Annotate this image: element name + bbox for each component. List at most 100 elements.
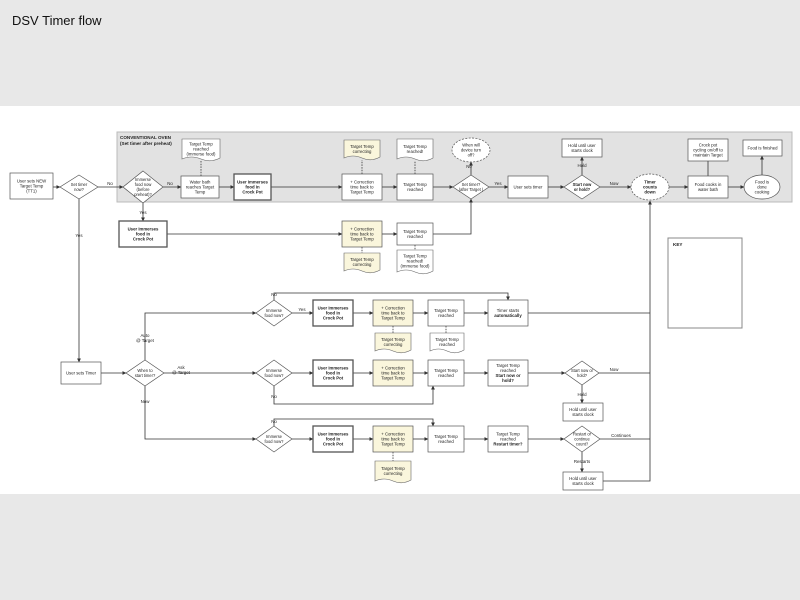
r2-tt-reached-text: reached xyxy=(438,373,454,378)
correcting-2-box xyxy=(341,220,383,248)
r3-tt-reached-box xyxy=(427,425,465,453)
r2-tt-reached-start-box xyxy=(487,359,529,387)
immerse-preheat-text: Immerse xyxy=(135,177,152,182)
oven-subtitle: (Set timer after preheat) xyxy=(120,141,172,146)
r3-tt-reached-restart-text: Target Temp xyxy=(496,431,520,436)
food-finished-box xyxy=(742,139,783,157)
r3-tt-reached-restart-box xyxy=(487,425,529,453)
start-box xyxy=(9,172,54,200)
r3-immerse-text: food now? xyxy=(265,439,285,444)
water-bath-text: Temp xyxy=(195,190,206,195)
tt-reached-note-top-note xyxy=(396,138,434,162)
flow-diagram: CONVENTIONAL OVEN (Set timer after prehe… xyxy=(9,131,793,491)
correcting-2-text: Target Temp xyxy=(350,237,374,242)
timer-counts-down-text: down xyxy=(644,190,656,195)
r2-tt-reached-box xyxy=(427,359,465,387)
r1-immerse-text: food now? xyxy=(265,313,285,318)
user-sets-timer-top-text: User sets timer xyxy=(514,185,543,190)
user-immerses-top-text: Crock Pot xyxy=(242,190,263,195)
flow-connector xyxy=(433,198,473,235)
user-immerses-top-box xyxy=(233,173,272,201)
start-text: (TT1) xyxy=(26,189,37,194)
r2-start-now-hold-text: hold? xyxy=(577,373,588,378)
hold-clock-top-text: starts clock xyxy=(571,148,593,153)
target-reached-immerse-text: reached xyxy=(193,147,209,152)
r2-immerse-decision xyxy=(255,359,293,387)
r1-correcting-text: Target Temp xyxy=(381,316,405,321)
when-start-timer-text: start timer? xyxy=(135,373,156,378)
r3-user-immerses-text: User immerses xyxy=(318,431,349,436)
label-auto-target-text: Auto xyxy=(140,333,150,338)
label-no: No xyxy=(107,181,113,186)
food-done-text: Food is xyxy=(755,179,769,184)
tt-correcting-2-note xyxy=(343,252,381,274)
when-device-off-text: When will xyxy=(462,143,480,148)
r2-tt-reached-start-text: Start now or xyxy=(495,373,520,378)
user-immerses-2-text: User immerses xyxy=(128,226,159,231)
set-timer-after-decision xyxy=(452,174,490,200)
r1-correcting-box xyxy=(372,299,414,327)
set-timer-now-text: now? xyxy=(74,187,85,192)
water-bath-text: Water bath xyxy=(190,179,211,184)
tt-reached-immerse-2-text: (immerse food) xyxy=(401,264,430,269)
food-cooks-box xyxy=(687,175,729,199)
food-cooks-text: Food cooks in xyxy=(695,182,722,187)
tt-reached-top-text: reached xyxy=(407,187,423,192)
timer-counts-down-text: counts xyxy=(643,185,658,190)
user-immerses-top-text: User immerses xyxy=(237,179,268,184)
r1-timer-starts-text: Timer starts xyxy=(497,308,520,313)
r3-correcting-text: Target Temp xyxy=(381,442,405,447)
user-sets-timer-text: User sets Timer xyxy=(66,371,97,376)
flow-connector xyxy=(273,385,435,405)
user-immerses-2-text: Crock Pot xyxy=(133,237,154,242)
r2-start-now-hold-decision xyxy=(564,360,600,386)
immerse-preheat-decision xyxy=(122,170,164,204)
label-now: Now xyxy=(141,399,151,404)
label-now: Now xyxy=(610,181,620,186)
r2-correcting-box xyxy=(372,359,414,387)
water-bath-box xyxy=(180,175,220,199)
r3-restart-continue-decision xyxy=(563,425,601,453)
tt-correcting-top-text: correcting xyxy=(353,149,372,154)
key-panel xyxy=(667,237,743,329)
crock-cycling-text: Crock pot xyxy=(699,142,718,147)
r3-hold-clock-text: Hold until user xyxy=(569,476,597,481)
r2-immerse-text: Immerse xyxy=(266,368,283,373)
food-cooks-text: water bath xyxy=(698,187,719,192)
when-start-timer-text: When to xyxy=(137,368,153,373)
r2-hold-clock-text: Hold until user xyxy=(569,407,597,412)
tt-reached-2-text: reached xyxy=(407,234,423,239)
flow-connector xyxy=(144,386,257,441)
tt-reached-note-top-text: Target Temp xyxy=(403,144,427,149)
label-yes: Yes xyxy=(494,181,502,186)
food-done-text: done xyxy=(757,185,767,190)
r1-tt-reached-note-text: reached xyxy=(439,342,455,347)
oven-title: CONVENTIONAL OVEN xyxy=(120,135,172,140)
r1-tt-reached-note-note xyxy=(429,332,465,354)
user-sets-timer-top-box xyxy=(507,175,549,199)
r3-correcting-box xyxy=(372,425,414,453)
set-timer-now-decision xyxy=(59,174,99,200)
r1-tt-reached-text: Target Temp xyxy=(434,308,458,313)
target-reached-immerse-text: Target Temp xyxy=(189,141,213,146)
flow-connector xyxy=(273,418,435,427)
tt-correcting-top-text: Target Temp xyxy=(350,144,374,149)
start-text: Target Temp xyxy=(20,184,44,189)
label-yes: Yes xyxy=(139,210,147,215)
r1-tt-correcting-note xyxy=(374,332,412,354)
r1-tt-correcting-text: Target Temp xyxy=(381,337,405,342)
r3-tt-correcting-note xyxy=(374,460,412,484)
r1-timer-starts-text: automatically xyxy=(494,313,522,318)
correcting-top-text: + Correction xyxy=(350,179,374,184)
correcting-top-text: time back to xyxy=(350,185,374,190)
tt-reached-note-top-text: reached! xyxy=(407,149,424,154)
r3-restart-continue-text: Restart or xyxy=(573,432,592,437)
start-text: User sets NEW xyxy=(17,178,47,183)
start-now-hold-top-decision xyxy=(563,174,601,200)
r1-correcting-text: time back to xyxy=(381,311,405,316)
r3-hold-clock-text: starts clock xyxy=(572,481,594,486)
label-hold: Hold xyxy=(577,163,587,168)
crock-cycling-box xyxy=(687,138,729,162)
target-reached-immerse-note xyxy=(181,138,221,162)
when-device-off-text: device turn xyxy=(461,147,482,152)
